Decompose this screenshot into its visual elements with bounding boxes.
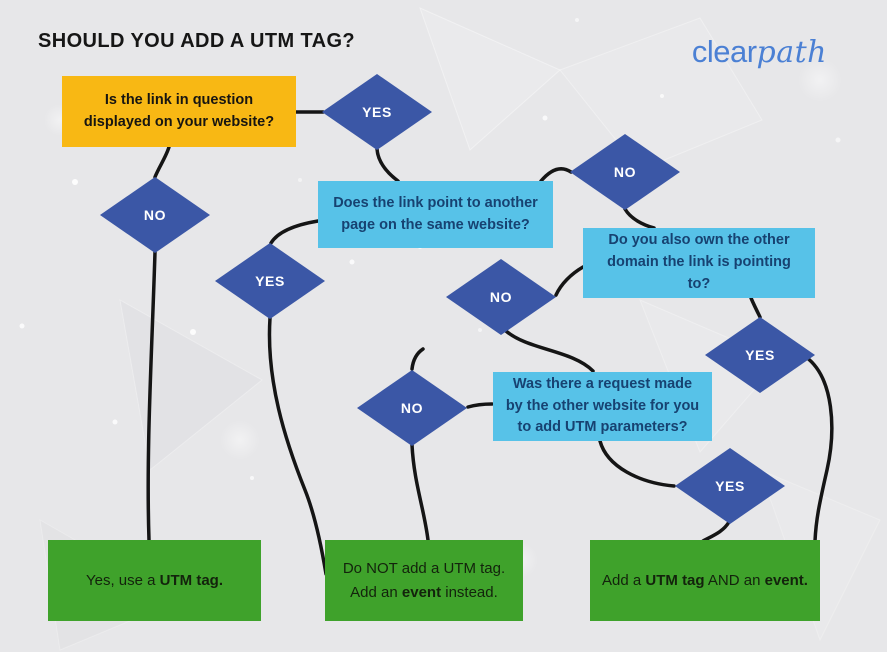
connector-no3-q4	[504, 329, 595, 373]
question-box-own-other-domain: Do you also own the other domain the lin…	[583, 228, 815, 298]
connector-no2-q3	[623, 207, 656, 230]
result-box-utm-and-event: Add a UTM tag AND an event.	[590, 540, 820, 621]
connector-yes1-q2	[375, 147, 400, 183]
connector-q3-no3	[554, 265, 585, 297]
connector-no1-r1	[146, 250, 157, 542]
connector-yes3-r3	[804, 355, 834, 543]
logo-path: path	[756, 35, 827, 70]
result-box-no-utm-use-event: Do NOT add a UTM tag.Add an event instea…	[325, 540, 523, 621]
connector-q1-no1	[153, 145, 171, 179]
question-box-link-on-website: Is the link in question displayed on you…	[62, 76, 296, 147]
connector-q4-yes4	[598, 439, 676, 488]
page-title: SHOULD YOU ADD A UTM TAG?	[38, 30, 356, 52]
connector-yes4-r3	[701, 520, 731, 543]
connector-q2-yes2	[269, 219, 320, 245]
logo-clear: clear	[691, 34, 757, 69]
clearpath-logo: clearpath	[692, 34, 827, 70]
connector-no4-stub	[410, 347, 425, 371]
connector-yes2-r2	[267, 316, 328, 576]
connector-q4-no4	[466, 402, 494, 409]
question-box-utm-request: Was there a request made by the other we…	[493, 372, 712, 441]
question-box-same-website-page: Does the link point to another page on t…	[318, 181, 553, 248]
connector-no4-r2	[410, 443, 430, 542]
connector-q2-no2	[539, 167, 573, 183]
connector-q3-yes3	[749, 296, 762, 319]
result-box-use-utm-tag: Yes, use a UTM tag.	[48, 540, 261, 621]
